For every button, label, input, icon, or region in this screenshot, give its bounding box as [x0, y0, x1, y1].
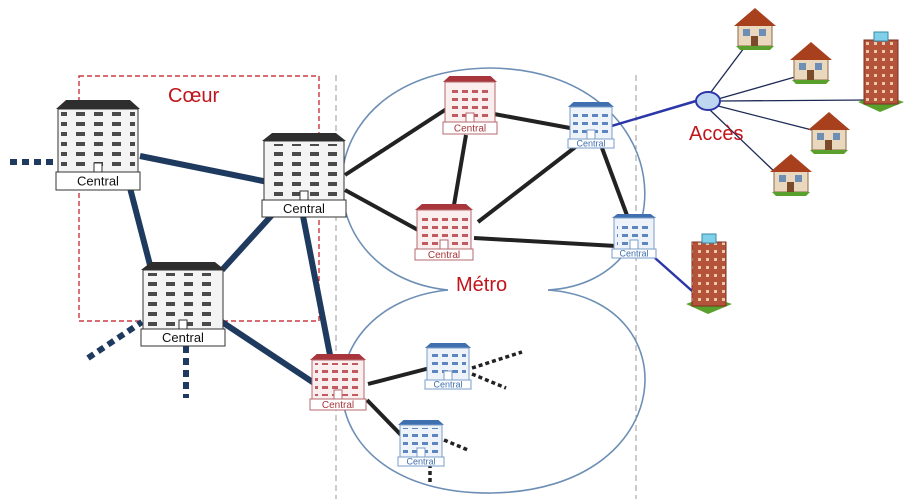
building-icon: [262, 133, 346, 201]
access-splitter-node: [695, 91, 721, 111]
metro-region-label: Métro: [456, 274, 507, 296]
central-office-metro-b1: Central: [567, 102, 615, 149]
central-office-metro-r3: Central: [309, 354, 367, 411]
tower-icon: [686, 233, 732, 314]
core-region-label: Cœur: [168, 85, 219, 107]
building-icon: [425, 343, 471, 381]
central-office-core-c: Central: [140, 262, 226, 347]
house-icon: [808, 112, 850, 154]
building-icon: [443, 76, 497, 123]
building-icon: [568, 102, 614, 140]
central-office-core-a: Central: [55, 100, 141, 191]
central-office-metro-r1: Central: [442, 76, 498, 135]
central-label: Central: [454, 124, 486, 135]
metro-ring-lower: [341, 289, 646, 494]
tower-icon: [858, 31, 904, 112]
house-icon: [770, 154, 812, 196]
central-label: Central: [428, 250, 460, 261]
central-office-metro-b2: Central: [611, 214, 657, 259]
central-label: Central: [283, 201, 325, 216]
metro-stub-links: [428, 350, 523, 484]
central-office-metro-b3: Central: [424, 343, 472, 390]
central-label: Central: [619, 249, 648, 259]
access-drops: [707, 39, 869, 176]
access-region-label: Accès: [689, 123, 743, 145]
metro-links: [343, 106, 630, 438]
central-label: Central: [433, 380, 462, 390]
central-label: Central: [406, 457, 435, 467]
central-office-metro-b4: Central: [397, 420, 445, 467]
central-label: Central: [162, 330, 204, 345]
access-endpoints: [686, 8, 904, 314]
building-icon: [56, 100, 140, 173]
central-office-metro-r2: Central: [414, 204, 474, 261]
building-icon: [310, 354, 366, 400]
central-offices: CentralCentralCentralCentralCentralCentr…: [55, 76, 657, 467]
house-icon: [734, 8, 776, 50]
house-icon: [790, 42, 832, 84]
building-icon: [612, 214, 656, 250]
central-office-core-b: Central: [261, 133, 347, 218]
core-stub-links: [10, 159, 189, 398]
building-icon: [141, 262, 225, 330]
core-links: [127, 153, 333, 386]
central-label: Central: [576, 139, 605, 149]
building-icon: [398, 420, 444, 458]
central-label: Central: [322, 400, 354, 411]
access-links: [597, 99, 701, 299]
central-label: Central: [77, 174, 119, 189]
building-icon: [415, 204, 473, 250]
